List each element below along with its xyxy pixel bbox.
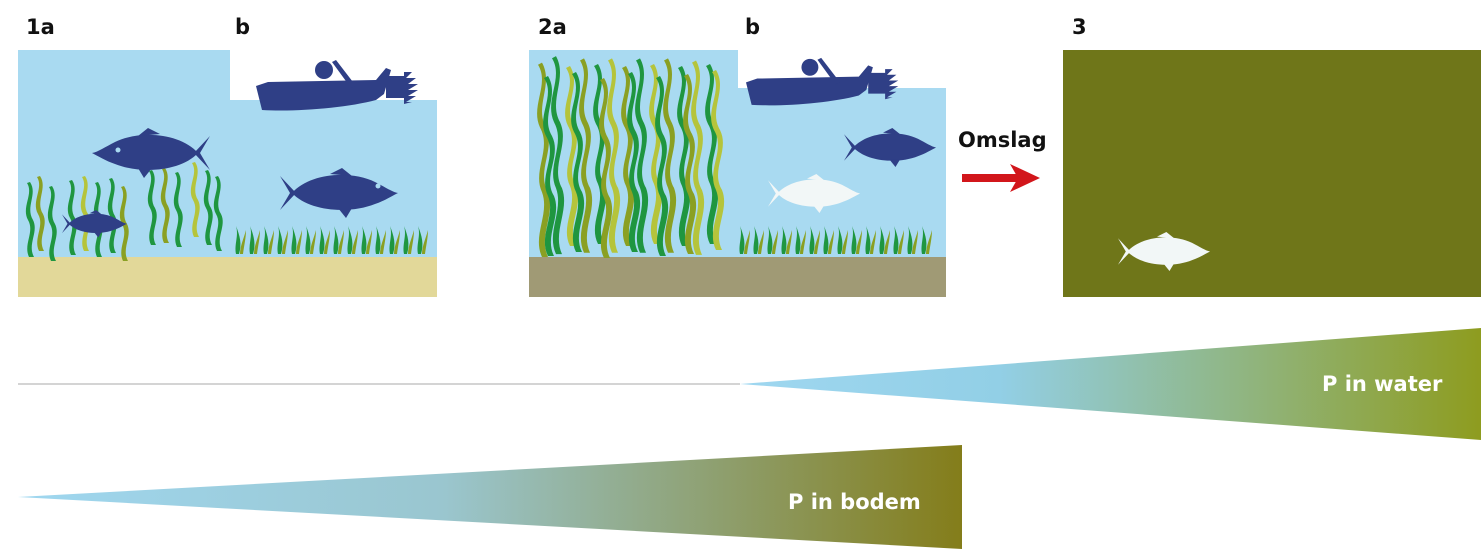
panel-label-3: 3 [1072,15,1087,39]
scene-1-clear-water [18,50,437,297]
p-in-water-wedge [740,328,1481,440]
scene-3-turbid-water [1063,50,1481,297]
p-in-bodem-label: P in bodem [788,490,921,514]
red-arrow-icon [962,164,1040,192]
panel-label-2b: b [745,15,761,39]
panel-label-2a: 2a [538,15,567,39]
scene-2-plant-dominated [529,50,946,297]
p-in-water-label: P in water [1322,372,1443,396]
muddy-bottom [529,257,946,297]
transition-label: Omslag [958,128,1047,152]
sandy-bottom [18,257,437,297]
panel-label-1b: b [235,15,251,39]
panel-label-1a: 1a [26,15,55,39]
p-in-bodem-wedge [18,445,962,549]
